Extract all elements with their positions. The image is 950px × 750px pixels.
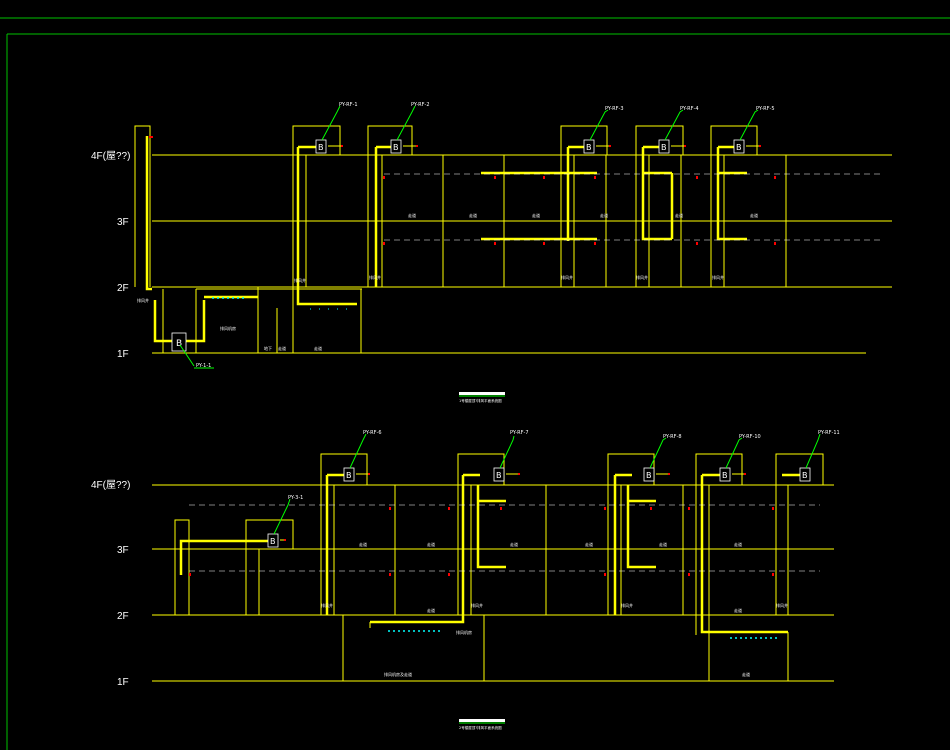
svg-text:B: B <box>318 143 324 152</box>
room-label: 走道 <box>750 212 758 218</box>
fan-tag: PY-3-1 <box>288 495 303 501</box>
left-shaft <box>134 125 151 287</box>
dampers-diagram-2 <box>189 507 774 576</box>
fan-unit: B <box>493 467 520 482</box>
fan-unit: B <box>658 139 686 154</box>
fan-tag: PY-RF-1 <box>339 102 358 108</box>
room-label: 走道 <box>510 541 518 547</box>
fan-tag: PY-RF-11 <box>818 430 840 436</box>
shaft-label: 排风井 <box>776 602 788 608</box>
floor-label-2f: 2F <box>117 283 129 294</box>
room-label: 走道 <box>408 212 416 218</box>
svg-text:B: B <box>661 143 667 152</box>
fan-tag: PY-RF-5 <box>756 106 775 112</box>
svg-text:B: B <box>586 143 592 152</box>
fan-unit: B <box>343 467 370 482</box>
room-label: 走道 <box>585 541 593 547</box>
fan-tag: PY-RF-4 <box>680 106 699 112</box>
lower-label: 走道 <box>278 345 286 351</box>
shaft-label: 排风井 <box>712 274 724 280</box>
shaft-label: 排风井 <box>321 602 333 608</box>
svg-text:B: B <box>646 471 652 480</box>
fan-tag: PY-RF-10 <box>739 434 761 440</box>
fan-unit: B <box>643 467 670 482</box>
fan-unit: B <box>583 139 611 154</box>
diagram-1-caption: 1号楼屋顶?排风平面系统图 <box>459 398 502 403</box>
svg-text:B: B <box>736 143 742 152</box>
room-label: 走道 <box>532 212 540 218</box>
lower-label: 排风机房 <box>220 325 236 331</box>
fan-tag: PY-RF-3 <box>605 106 624 112</box>
lower-label: 走道 <box>314 345 322 351</box>
lower-label: 地下 <box>264 345 272 351</box>
caption-underline <box>459 719 505 722</box>
lower-label: 排风机房 <box>456 629 472 635</box>
shaft-label: 排风井 <box>621 602 633 608</box>
fan-tag: PY-RF-2 <box>411 102 430 108</box>
fan-tag: PY-RF-8 <box>663 434 682 440</box>
svg-text:B: B <box>393 143 399 152</box>
fan-tag: PY-RF-7 <box>510 430 529 436</box>
floor-label-2f: 2F <box>117 611 129 622</box>
room-label: 走道 <box>600 212 608 218</box>
room-label: 走道 <box>734 541 742 547</box>
shaft-label: 排风井 <box>369 274 381 280</box>
floor-label-4f: 4F(屋??) <box>91 150 130 162</box>
fan-unit: B <box>799 467 811 482</box>
fan-tag: PY-1-1 <box>196 363 211 369</box>
svg-text:B: B <box>176 339 182 349</box>
shaft-label: 排风井 <box>471 602 483 608</box>
caption-underline <box>459 392 505 395</box>
floor-label-3f: 3F <box>117 217 129 228</box>
fan-unit: B <box>267 533 286 548</box>
diagram-2-caption: 2号楼屋顶?排风平面系统图 <box>459 725 502 730</box>
dampers-diagram-1 <box>149 136 776 245</box>
fan-unit: B <box>390 139 418 154</box>
fans-diagram-2: B B B B B B <box>267 433 821 639</box>
diagram-1 <box>134 125 892 354</box>
room-label: 走道 <box>734 607 742 613</box>
shaft-label: 排风井 <box>294 277 306 283</box>
svg-text:B: B <box>346 471 352 480</box>
svg-text:B: B <box>270 537 276 546</box>
svg-text:B: B <box>722 471 728 480</box>
fan-unit: B <box>315 139 343 154</box>
room-label: 走道 <box>427 607 435 613</box>
room-label: 走道 <box>469 212 477 218</box>
fan-unit: B <box>733 139 761 154</box>
floor-label-4f: 4F(屋??) <box>91 479 130 491</box>
shaft-label: 排风井 <box>137 297 149 303</box>
svg-text:B: B <box>496 471 502 480</box>
room-label: 走道 <box>427 541 435 547</box>
room-label: 走道 <box>675 212 683 218</box>
fan-unit: B <box>171 332 187 352</box>
diagram-2 <box>152 453 834 682</box>
room-label: 走道 <box>359 541 367 547</box>
svg-text:B: B <box>802 471 808 480</box>
fan-unit: B <box>719 467 746 482</box>
floor-label-1f: 1F <box>117 677 129 688</box>
room-label: 走道 <box>659 541 667 547</box>
fan-tag: PY-RF-6 <box>363 430 382 436</box>
floor-label-3f: 3F <box>117 545 129 556</box>
fans-diagram-1: B B B B B B <box>171 105 761 367</box>
lower-label: 排风机房及走道 <box>384 671 412 677</box>
shaft-label: 排风井 <box>561 274 573 280</box>
shaft-label: 排风井 <box>636 274 648 280</box>
lower-label: 走道 <box>742 671 750 677</box>
floor-label-1f: 1F <box>117 349 129 360</box>
